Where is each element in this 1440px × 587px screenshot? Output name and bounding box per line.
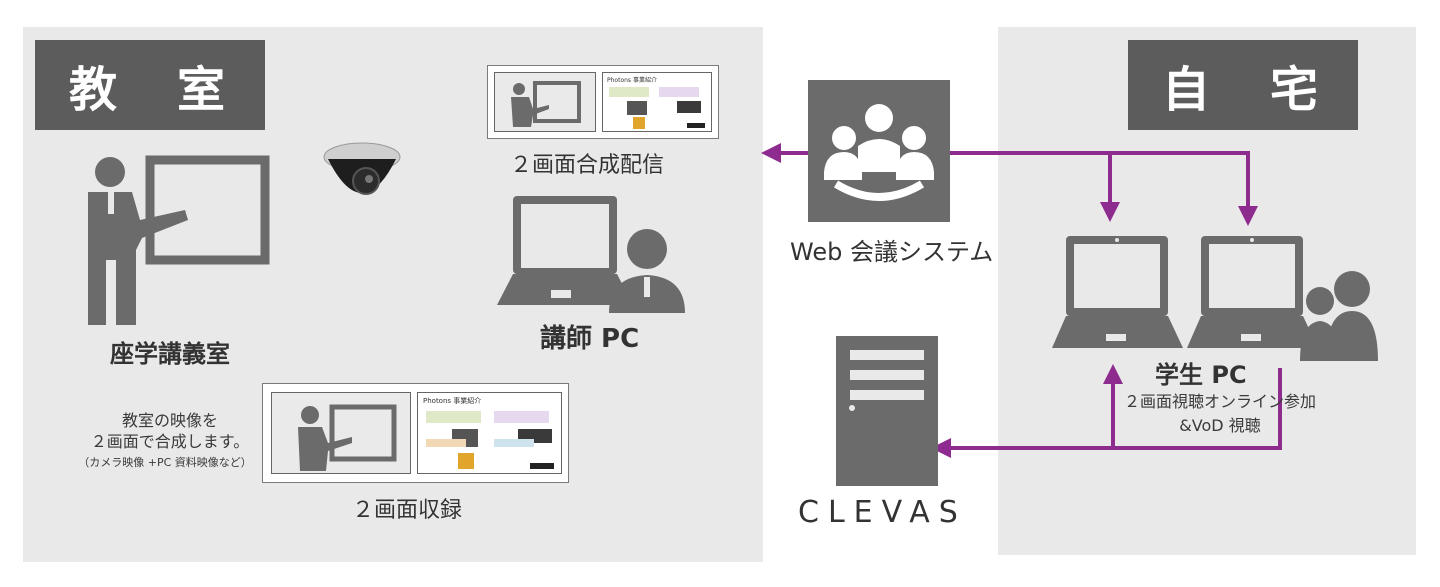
thumb-heading: Photons 事業紹介 [423, 397, 482, 405]
arrow-vod-return [931, 368, 1282, 458]
teacher-mini-icon [511, 81, 581, 127]
thumb-block [530, 463, 554, 469]
thumb-slide-view: Photons 事業紹介 [602, 72, 712, 132]
thumb-block [677, 101, 701, 113]
thumb-camera-view [494, 72, 596, 132]
arrow-to-student-pcs [950, 151, 1250, 218]
laptop-icon [497, 196, 633, 305]
home-title: 自 宅 [1128, 40, 1358, 130]
thumb-block [426, 439, 466, 447]
classroom-title: 教 室 [35, 40, 265, 130]
teacher-mini-icon [298, 404, 397, 471]
thumb-block [659, 87, 699, 97]
record-label: ２画面収録 [352, 498, 463, 523]
classroom-note: 教室の映像を ２画面で合成します。 （カメラ映像 +PC 資料映像など） [78, 410, 255, 473]
thumb-slide-view: Photons 事業紹介 [417, 392, 562, 474]
instructor-pc-label: 講師 PC [540, 324, 640, 354]
web-conference-label: Web 会議システム [790, 238, 994, 266]
student-caption-line-1: ２画面視聴オンライン参加 [1123, 392, 1316, 411]
thumb-camera-view [271, 392, 411, 474]
record-thumbnail: Photons 事業紹介 [262, 383, 569, 483]
note-line-3: （カメラ映像 +PC 資料映像など） [78, 456, 252, 469]
student-pc-label: 学生 PC [1155, 361, 1247, 389]
note-line-2: ２画面で合成します。 [90, 432, 250, 451]
person-icon [1300, 271, 1378, 361]
thumb-block [627, 101, 647, 115]
thumb-block [633, 117, 645, 129]
thumb-heading: Photons 事業紹介 [607, 77, 657, 84]
laptop-icon [1052, 236, 1183, 348]
thumb-block [494, 411, 549, 423]
clevas-logo-text: CLEVAS [798, 495, 967, 530]
teacher-at-board-icon [88, 155, 270, 325]
dome-camera-icon [323, 142, 401, 195]
lecture-room-label: 座学講義室 [110, 340, 230, 368]
compose-stream-label: ２画面合成配信 [510, 153, 665, 178]
clevas-logo: CLEVAS [798, 495, 967, 530]
thumb-block [687, 123, 705, 128]
student-caption: ２画面視聴オンライン参加 &VoD 視聴 [1100, 390, 1340, 438]
server-tower-icon [836, 336, 938, 486]
thumb-block [609, 87, 649, 97]
thumb-block [458, 453, 474, 469]
person-icon [609, 229, 685, 313]
laptop-icon [1187, 236, 1318, 348]
compose-stream-thumbnail: Photons 事業紹介 [487, 65, 719, 139]
group-meeting-icon [808, 80, 950, 222]
note-line-1: 教室の映像を [121, 411, 218, 430]
thumb-block [426, 411, 481, 423]
student-caption-line-2: &VoD 視聴 [1179, 416, 1261, 435]
thumb-block [494, 439, 534, 447]
